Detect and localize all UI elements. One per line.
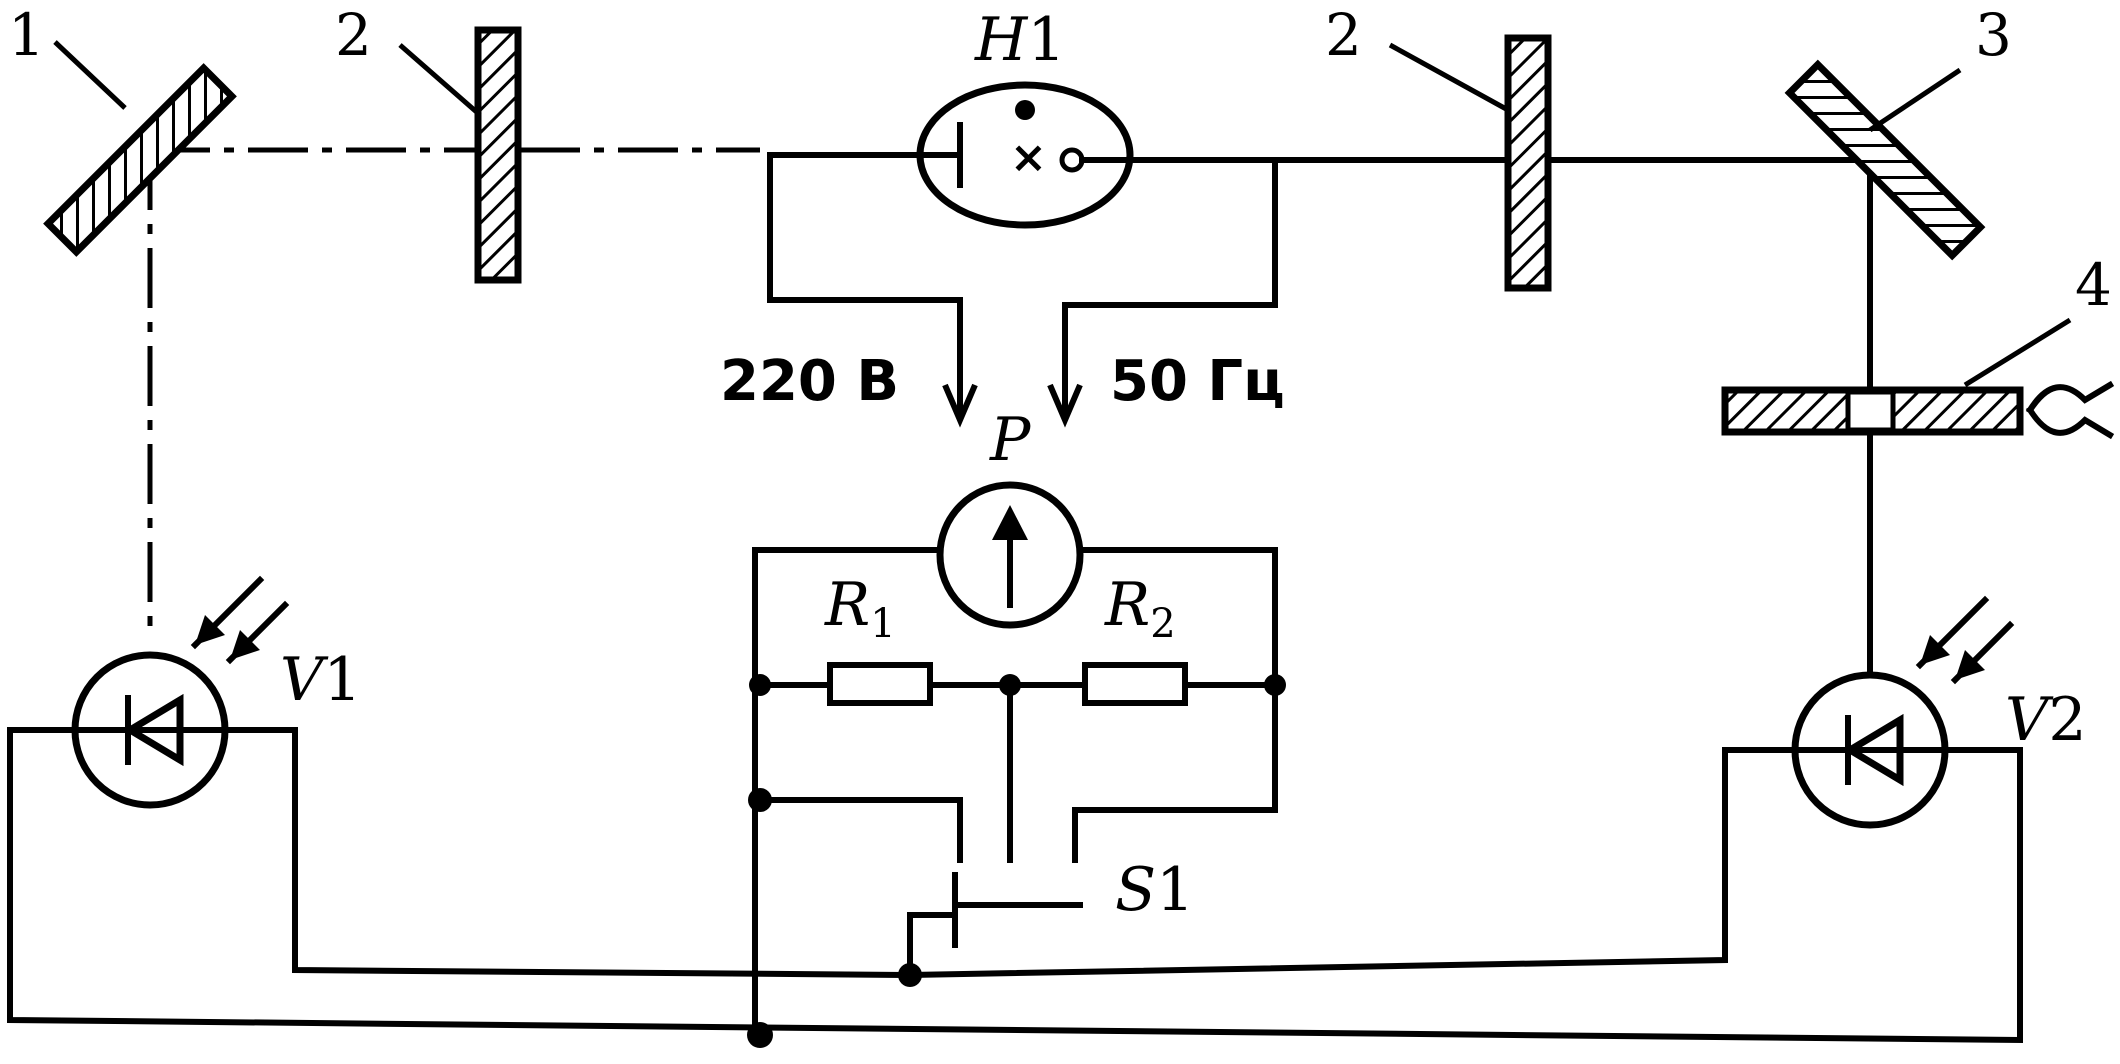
label-mirror-1: 1 <box>8 1 45 69</box>
label-mirror-3: 3 <box>1975 1 2012 69</box>
mirror-3: 3 <box>1784 1 2012 261</box>
label-meter: P <box>989 405 1032 475</box>
lamp-cross: × <box>1010 132 1047 183</box>
mirror-1: 1 <box>8 1 237 257</box>
label-modulator-4: 4 <box>2075 251 2112 319</box>
photodiode-wiring <box>7 727 2023 1048</box>
photodiode-v2: V2 <box>1791 595 2087 829</box>
lamp-h1: × H1 <box>916 5 1134 229</box>
modulator-4: 4 <box>1721 251 2115 440</box>
switch-s1: S1 <box>748 788 1194 978</box>
plate-2-left: 2 <box>335 1 522 284</box>
lamp-supply: 220 В 50 Гц <box>720 152 1285 428</box>
label-lamp: H1 <box>974 5 1066 75</box>
label-voltage: 220 В <box>720 349 899 414</box>
label-r2: R2 <box>1104 570 1176 647</box>
label-r1: R1 <box>824 570 896 647</box>
label-plate-2-right: 2 <box>1325 1 1362 69</box>
label-plate-2-left: 2 <box>335 1 372 69</box>
optical-beam-top <box>150 147 1873 163</box>
label-s1: S1 <box>1115 855 1194 925</box>
meter-p: P <box>936 405 1084 629</box>
resistor-r1: R1 <box>824 570 933 706</box>
label-frequency: 50 Гц <box>1110 349 1285 414</box>
resistor-r2: R2 <box>1082 570 1188 706</box>
plate-2-right: 2 <box>1325 1 1552 292</box>
photodiode-v1: V1 <box>71 575 362 809</box>
label-v1: V1 <box>280 645 362 715</box>
label-v2: V2 <box>2005 685 2087 755</box>
